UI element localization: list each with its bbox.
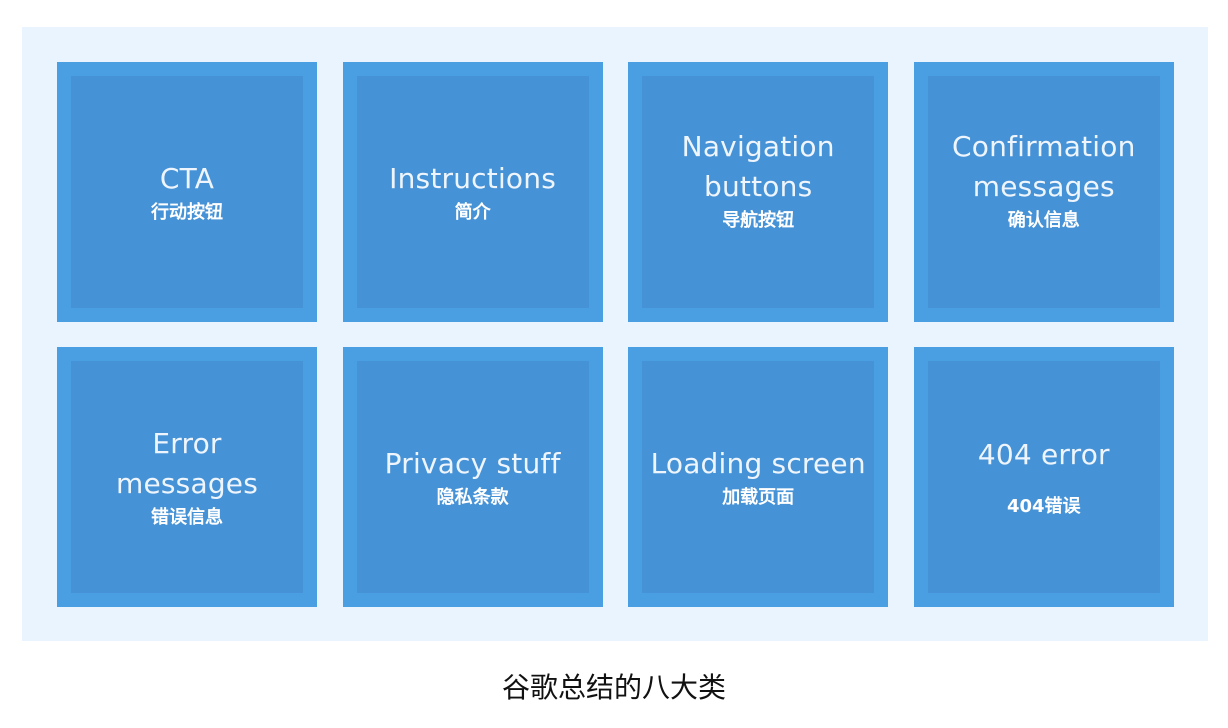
- card-content: Error messages 错误信息: [71, 361, 303, 593]
- category-card-cta: CTA 行动按钮: [57, 62, 317, 322]
- card-subtitle: 确认信息: [1007, 210, 1080, 231]
- card-content: 404 error 404错误: [927, 361, 1160, 593]
- figure-caption: 谷歌总结的八大类: [501, 671, 726, 704]
- card-title: CTA: [159, 162, 215, 195]
- card-subtitle: 简介: [454, 202, 491, 223]
- card-title: Confirmation messages: [952, 130, 1136, 203]
- category-card-instructions: Instructions 简介: [342, 62, 603, 322]
- category-card-loading-screen: Loading screen 加载页面: [628, 347, 889, 607]
- category-card-error-messages: Error messages 错误信息: [57, 347, 317, 607]
- card-subtitle: 错误信息: [151, 507, 223, 528]
- card-content: Navigation buttons 导航按钮: [642, 76, 875, 308]
- card-subtitle: 404错误: [1006, 496, 1081, 517]
- card-content: CTA 行动按钮: [71, 76, 303, 308]
- card-subtitle: 隐私条款: [436, 487, 509, 508]
- card-content: Privacy stuff 隐私条款: [356, 361, 589, 593]
- card-title: Privacy stuff: [384, 447, 561, 480]
- card-title: 404 error: [977, 438, 1110, 471]
- category-grid: CTA 行动按钮 Instructions 简介 Navigation butt…: [57, 62, 1174, 607]
- category-card-privacy-stuff: Privacy stuff 隐私条款: [342, 347, 603, 607]
- card-title: Navigation buttons: [681, 130, 835, 203]
- category-card-navigation-buttons: Navigation buttons 导航按钮: [628, 62, 889, 322]
- card-content: Confirmation messages 确认信息: [927, 76, 1160, 308]
- category-card-404-error: 404 error 404错误: [913, 347, 1174, 607]
- card-title: Instructions: [389, 162, 557, 195]
- card-title: Error messages: [115, 427, 259, 500]
- card-title: Loading screen: [650, 447, 866, 480]
- card-subtitle: 行动按钮: [151, 202, 223, 223]
- card-subtitle: 导航按钮: [722, 210, 795, 231]
- card-subtitle: 加载页面: [722, 487, 795, 508]
- category-card-confirmation-messages: Confirmation messages 确认信息: [913, 62, 1174, 322]
- card-content: Loading screen 加载页面: [642, 361, 875, 593]
- card-content: Instructions 简介: [356, 76, 589, 308]
